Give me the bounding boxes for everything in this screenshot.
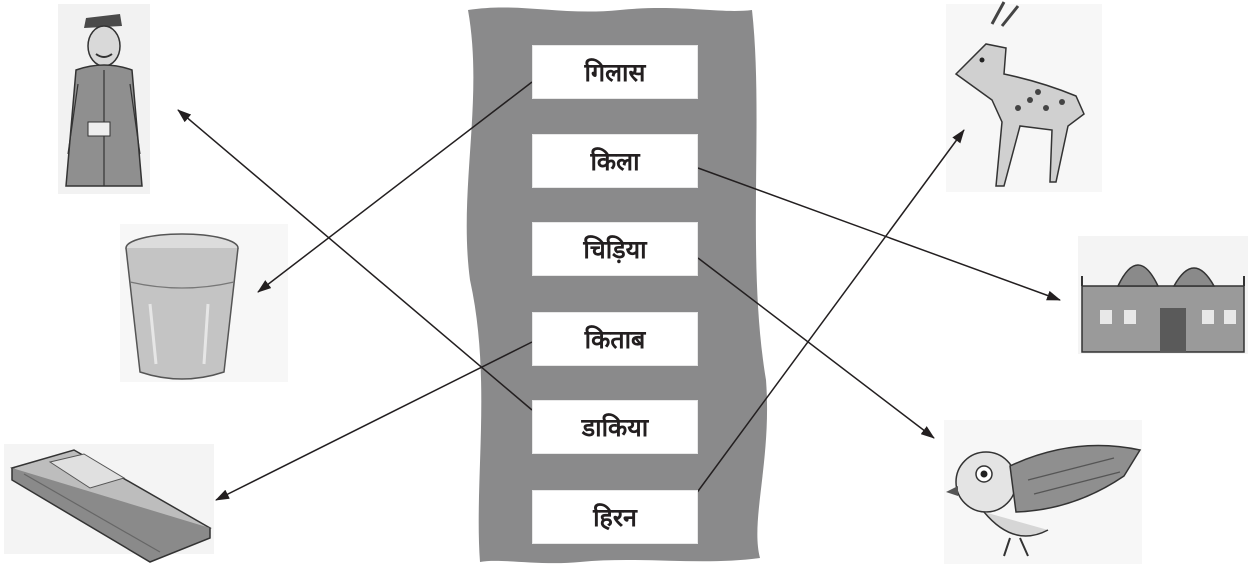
arrow-kitab-to-book: [215, 341, 533, 501]
book-picture: [4, 444, 214, 563]
word-gilas: गिलास: [584, 58, 646, 87]
arrow-dakiya-to-postman: [177, 109, 533, 411]
glass-picture: [120, 224, 288, 382]
sparrow-picture: [944, 420, 1142, 564]
word-kila: किला: [590, 147, 640, 176]
word-box-hiran: हिरन: [532, 490, 698, 544]
word-box-kila: किला: [532, 134, 698, 188]
deer-picture: [946, 1, 1102, 192]
fort-picture: [1078, 236, 1248, 354]
word-box-gilas: गिलास: [532, 45, 698, 99]
arrow-gilas-to-glass: [257, 81, 533, 293]
word-chidiya: चिड़िया: [583, 235, 647, 264]
word-hiran: हिरन: [593, 503, 637, 532]
word-kitab: किताब: [584, 325, 646, 354]
arrow-chidiya-to-sparrow: [697, 257, 935, 439]
word-box-kitab: किताब: [532, 312, 698, 366]
arrow-hiran-to-deer: [689, 129, 965, 503]
word-box-dakiya: डाकिया: [532, 400, 698, 454]
word-box-chidiya: चिड़िया: [532, 222, 698, 276]
postman-picture: [58, 4, 150, 194]
word-dakiya: डाकिया: [581, 413, 649, 442]
arrow-kila-to-fort: [697, 167, 1061, 301]
